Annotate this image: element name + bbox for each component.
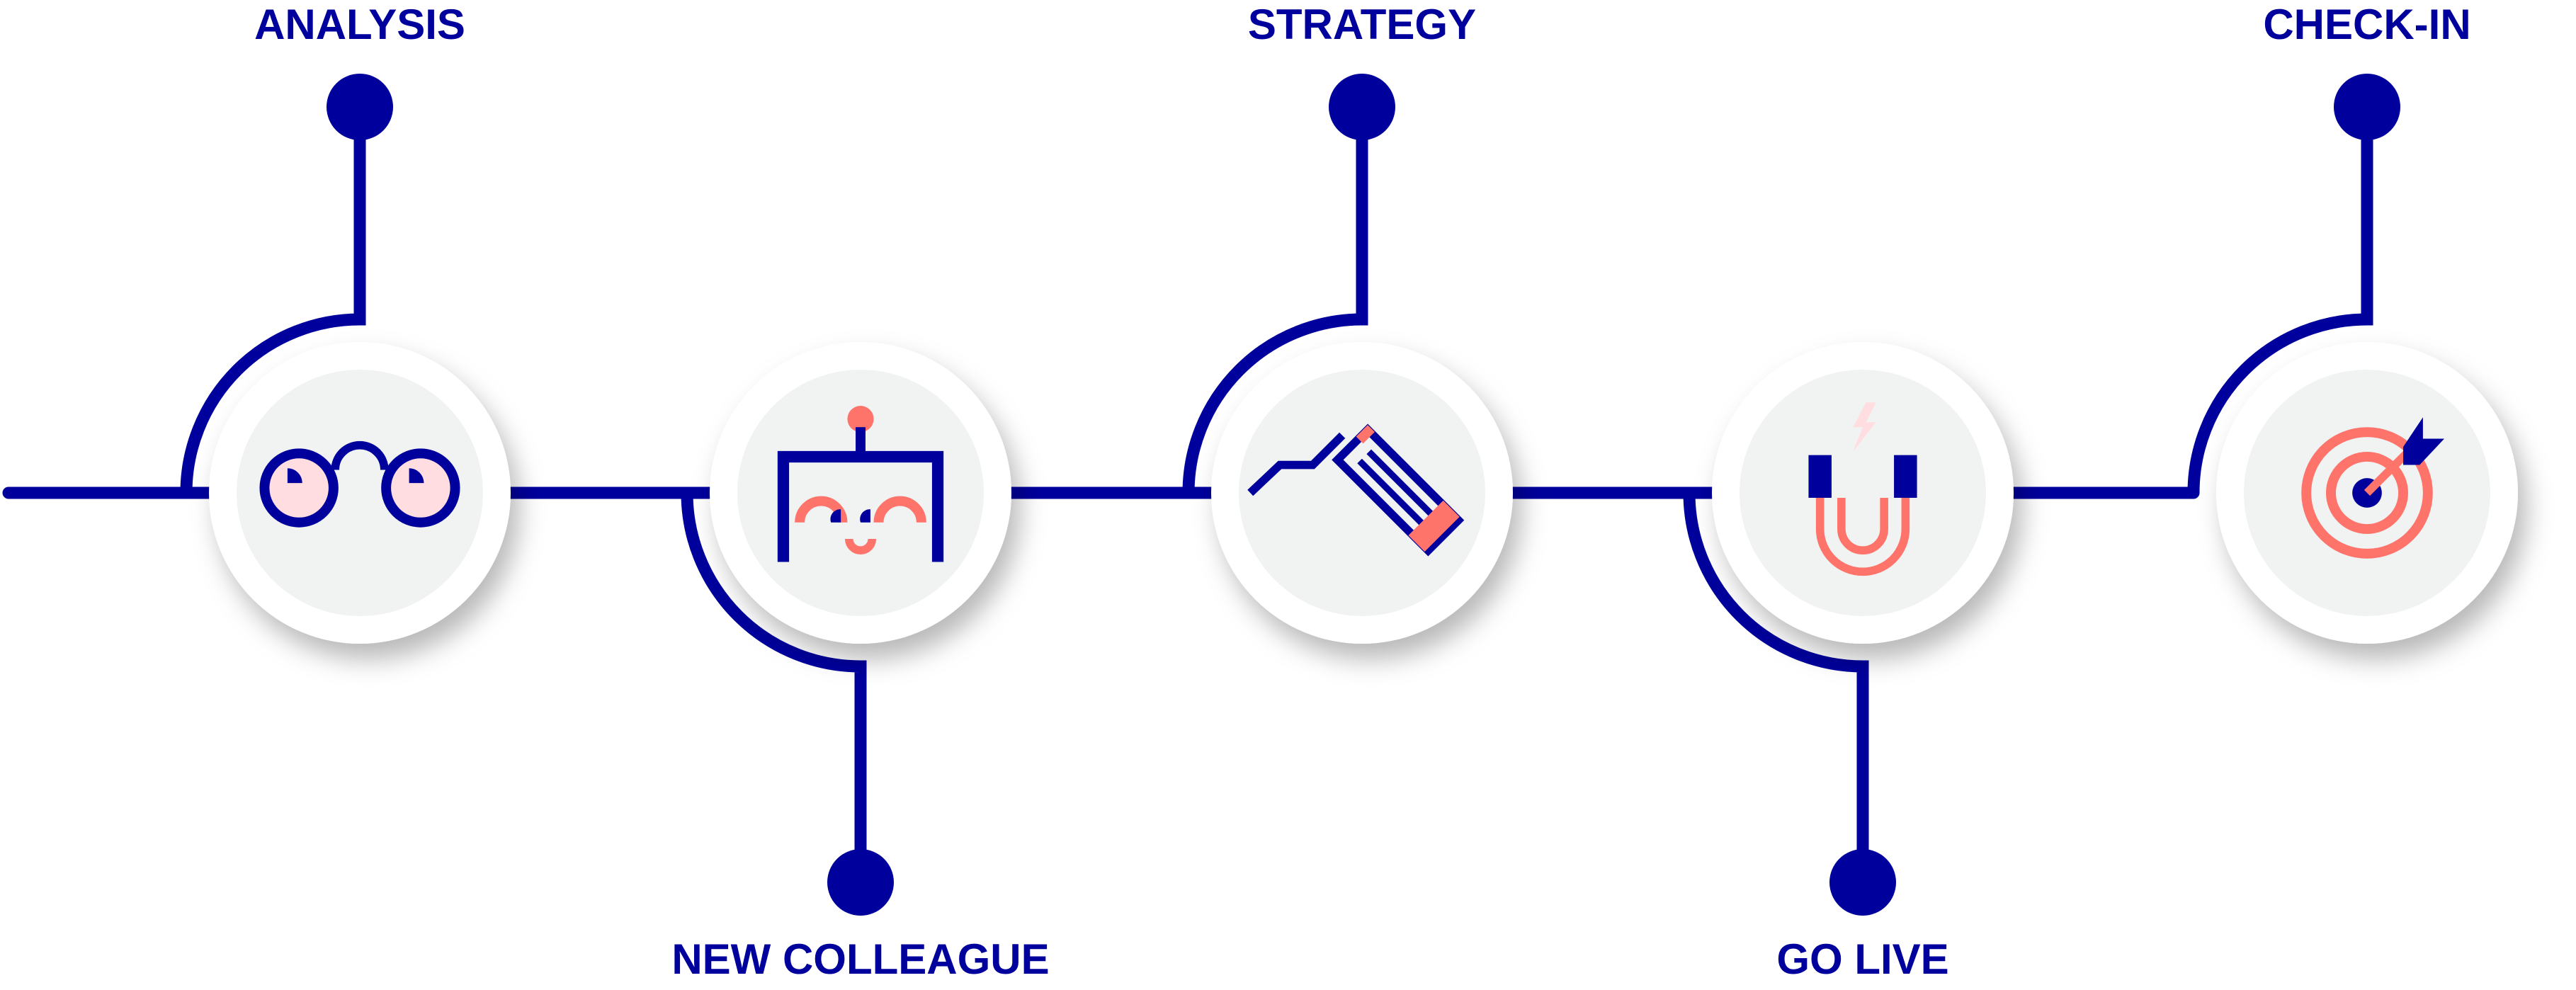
step-label-check-in: CHECK-IN — [2263, 1, 2470, 48]
magnet-icon — [1808, 402, 1917, 576]
pencil-icon — [1247, 423, 1465, 557]
robot-face-icon — [777, 406, 944, 562]
glasses-icon — [259, 441, 460, 528]
branch-go-live — [1683, 492, 1869, 882]
endpoint-dot — [1329, 74, 1395, 140]
step-label-analysis: ANALYSIS — [254, 1, 465, 48]
branch-strategy — [1182, 107, 1368, 494]
step-label-new-colleague: NEW COLLEAGUE — [671, 935, 1049, 983]
endpoint-dot — [827, 849, 894, 916]
endpoint-dot — [2334, 74, 2400, 140]
step-label-go-live: GO LIVE — [1776, 935, 1948, 983]
endpoint-dot — [327, 74, 393, 140]
target-icon — [2301, 417, 2445, 559]
step-node-go-live — [1712, 342, 2014, 644]
step-node-strategy — [1211, 342, 1513, 644]
step-node-new-colleague — [710, 342, 1011, 644]
branch-check-in — [2187, 107, 2373, 494]
step-node-analysis — [209, 342, 511, 644]
endpoint-dot — [1829, 849, 1896, 916]
branch-new-colleague — [681, 492, 867, 882]
step-label-strategy: STRATEGY — [1248, 1, 1476, 48]
branch-analysis — [180, 107, 366, 494]
step-node-check-in — [2216, 342, 2518, 644]
